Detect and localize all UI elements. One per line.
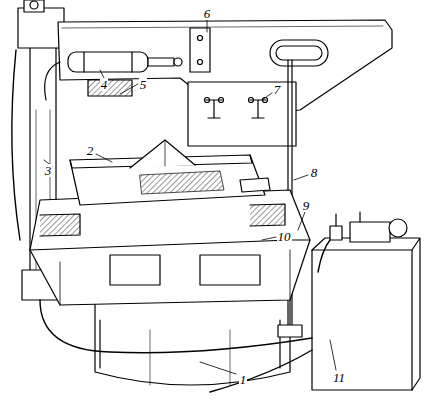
- callout-number: 1: [239, 373, 248, 386]
- electrode-holder: [88, 80, 132, 96]
- cables: [12, 50, 330, 392]
- worktable: [30, 190, 310, 305]
- control-panel: [188, 82, 296, 146]
- callout-number: 3: [44, 164, 53, 177]
- control-cabinet: [312, 212, 420, 390]
- callout-number: 5: [139, 78, 148, 91]
- callout-number: 4: [100, 78, 109, 91]
- callout-number: 11: [332, 371, 346, 384]
- callout-number: 7: [273, 83, 282, 96]
- fixture: [70, 140, 270, 205]
- pneumatic-cylinder: [45, 52, 182, 100]
- callout-number: 6: [203, 7, 212, 20]
- callout-number: 8: [310, 166, 319, 179]
- callout-number: 2: [86, 144, 95, 157]
- base-drum: [95, 300, 290, 385]
- callout-number: 9: [302, 199, 311, 212]
- callout-number: 10: [277, 230, 292, 243]
- leader-lines: [44, 20, 336, 374]
